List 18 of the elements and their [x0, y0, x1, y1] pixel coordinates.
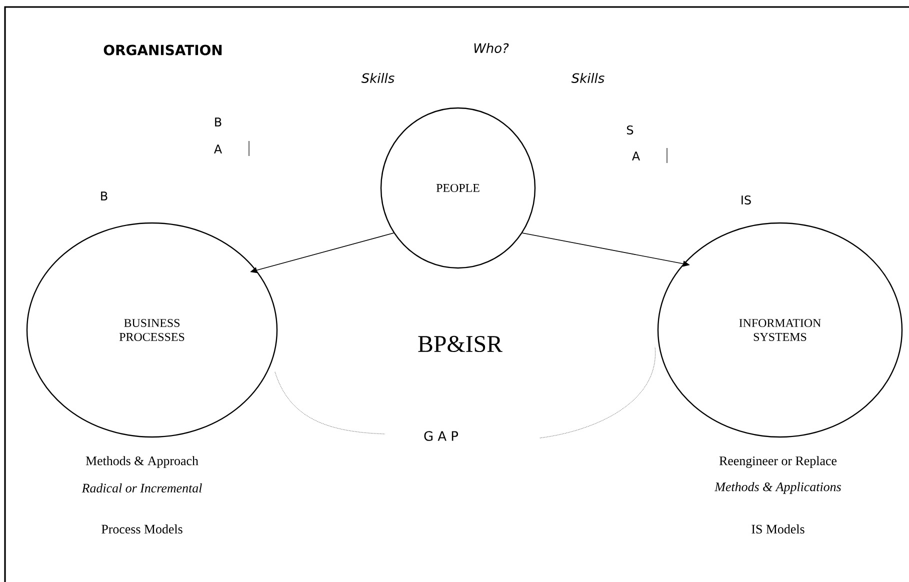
center-label: BP&ISR — [418, 336, 502, 352]
approach-label: Radical or Incremental — [82, 483, 202, 493]
heading: ORGANISATION — [104, 44, 222, 56]
letter-label: B — [101, 192, 108, 200]
approach-label: Methods & Applications — [714, 482, 841, 494]
skills-label: Skills — [571, 72, 604, 83]
question-label: Who? — [474, 42, 509, 53]
model-label: IS Models — [752, 524, 804, 534]
skills-label: Skills — [361, 72, 394, 83]
letter-label: A — [214, 144, 222, 154]
method-label: Reengineer or Replace — [719, 456, 837, 468]
letter-label: S — [627, 125, 634, 134]
method-label: Methods & Approach — [86, 456, 198, 468]
letter-label: IS — [742, 195, 751, 204]
letter-label: B — [215, 118, 222, 126]
model-label: Process Models — [102, 524, 182, 534]
letter-label: A — [632, 152, 640, 160]
gap-label: G A P — [424, 431, 458, 441]
